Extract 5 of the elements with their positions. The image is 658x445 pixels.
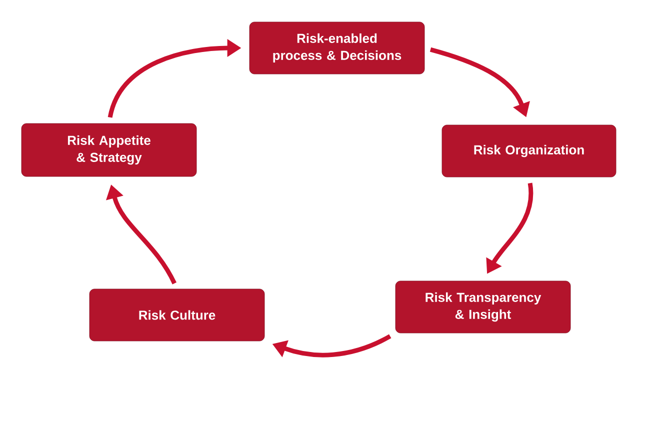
process-box: Risk-enabled process & Decisions <box>249 22 425 74</box>
process-box: Risk Appetite & Strategy <box>21 123 197 177</box>
process-box: Risk Organization <box>442 124 616 178</box>
process-box: Risk Transparency & Insight <box>395 280 571 334</box>
process-box: Risk Culture <box>89 288 265 342</box>
